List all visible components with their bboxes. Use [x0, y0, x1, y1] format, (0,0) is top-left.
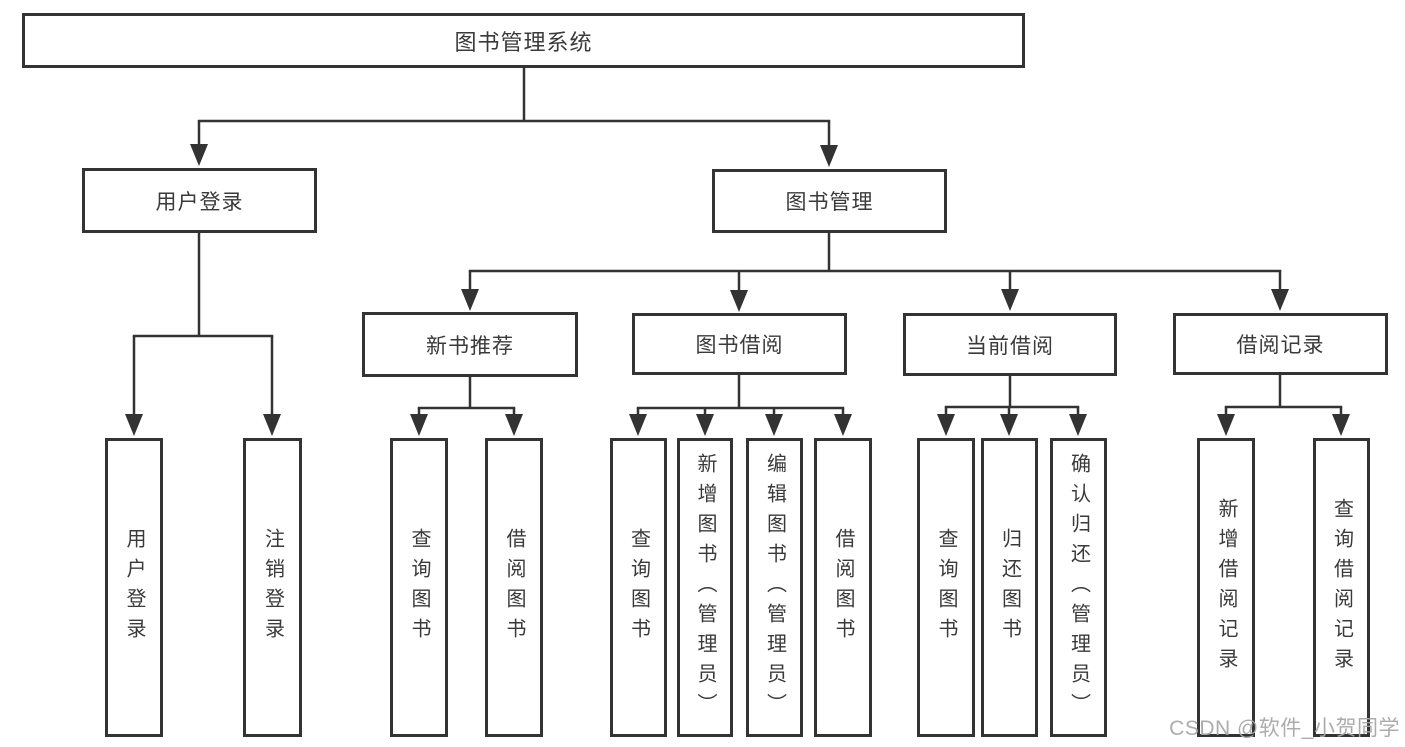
leaf-edit-books-admin: 编辑图书（管理员） — [746, 438, 803, 737]
leaf-borrow-books: 借阅图书 — [814, 438, 872, 737]
arrowhead-icons — [125, 144, 1350, 436]
node-label: 图书借阅 — [695, 334, 784, 357]
node-label: 归还图书 — [998, 527, 1021, 648]
node-label: 借阅记录 — [1236, 334, 1325, 357]
leaf-query-books-current: 查询图书 — [917, 438, 975, 737]
node-label: 新增图书（管理员） — [694, 452, 716, 723]
node-label: 新增借阅记录 — [1215, 497, 1237, 678]
node-user-login: 用户登录 — [82, 168, 317, 233]
leaf-user-login: 用户登录 — [105, 438, 163, 737]
node-borrow-records: 借阅记录 — [1173, 313, 1388, 375]
node-label: 用户登录 — [155, 190, 244, 214]
leaf-query-books-recommend: 查询图书 — [390, 438, 448, 737]
node-label: 借阅图书 — [503, 527, 525, 648]
node-label: 新书推荐 — [426, 334, 514, 358]
node-label: 查询图书 — [935, 527, 957, 648]
leaf-borrow-books-recommend: 借阅图书 — [485, 438, 543, 737]
node-label: 注销登录 — [261, 527, 284, 648]
node-label: 图书管理系统 — [454, 29, 593, 55]
leaf-add-borrow-record: 新增借阅记录 — [1197, 438, 1255, 737]
node-label: 图书管理 — [785, 191, 874, 214]
node-label: 编辑图书（管理员） — [763, 452, 786, 723]
node-label: 确认归还（管理员） — [1067, 452, 1090, 723]
leaf-logout: 注销登录 — [243, 438, 302, 737]
node-book-management: 图书管理 — [712, 169, 947, 233]
leaf-query-books-borrow: 查询图书 — [610, 438, 667, 737]
node-current-borrow: 当前借阅 — [903, 313, 1117, 376]
node-book-borrow: 图书借阅 — [632, 313, 847, 375]
node-label: 查询图书 — [408, 527, 430, 648]
node-root-system: 图书管理系统 — [22, 13, 1025, 68]
node-label: 用户登录 — [123, 527, 145, 648]
leaf-add-books-admin: 新增图书（管理员） — [677, 438, 733, 737]
leaf-return-books: 归还图书 — [981, 438, 1038, 737]
leaf-query-borrow-record: 查询借阅记录 — [1313, 438, 1370, 737]
node-label: 借阅图书 — [832, 527, 854, 648]
leaf-confirm-return-admin: 确认归还（管理员） — [1050, 438, 1107, 737]
node-label: 当前借阅 — [966, 334, 1054, 358]
node-label: 查询图书 — [627, 527, 650, 648]
node-new-book-recommend: 新书推荐 — [362, 312, 578, 377]
node-label: 查询借阅记录 — [1330, 497, 1353, 678]
